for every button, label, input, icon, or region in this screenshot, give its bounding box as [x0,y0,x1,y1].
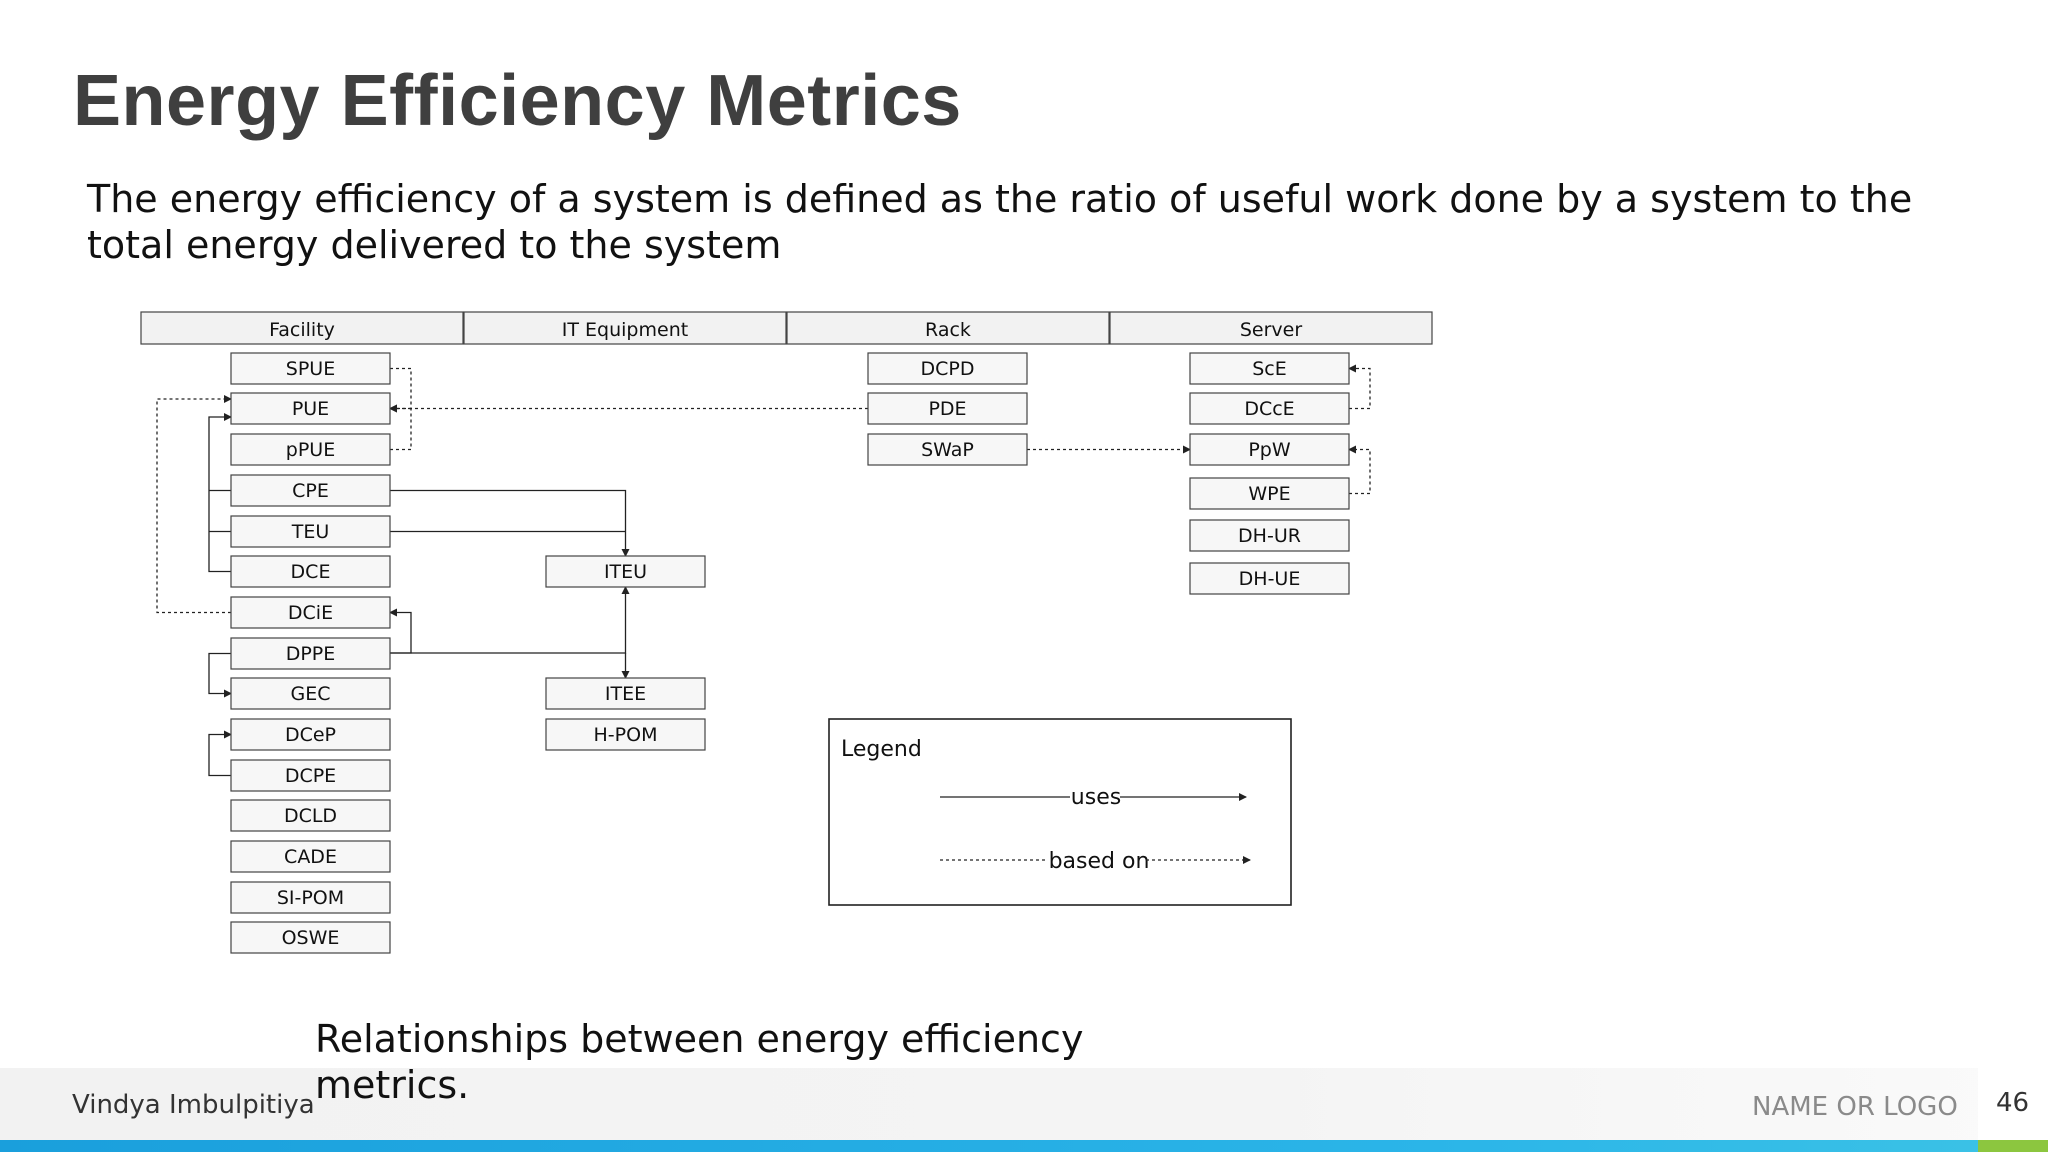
column-header-label: Facility [269,319,335,341]
metric-node-wpe: WPE [1189,477,1350,510]
column-header-facility: Facility [140,311,464,345]
metric-node-sce: ScE [1189,352,1350,385]
metric-node-iteu: ITEU [545,555,706,588]
metric-node-h-pom: H-POM [545,718,706,751]
relation-dcce-to-sce [1348,364,1371,410]
metric-label: H-POM [594,724,658,746]
metric-label: SI-POM [277,887,344,909]
metric-node-dcpd: DCPD [867,352,1028,385]
metric-label: DCE [291,561,331,583]
metric-node-swap: SWaP [867,433,1028,466]
metric-label: CPE [292,480,329,502]
metric-node-pue: PUE [230,392,391,425]
column-header-label: Rack [925,319,971,341]
metric-node-pde: PDE [867,392,1028,425]
metric-node-dce: DCE [230,555,391,588]
slide-description: The energy efficiency of a system is def… [87,177,1913,267]
footer-accent-bar [1978,1140,2048,1152]
relation-cpe-to-iteu [390,489,630,557]
relation-dppe-to-dcie [389,608,412,654]
footer-author: Vindya Imbulpitiya [72,1090,315,1120]
relation-wpe-to-ppw [1348,445,1371,495]
metric-node-teu: TEU [230,515,391,548]
metric-node-dcld: DCLD [230,799,391,832]
column-header-rack: Rack [786,311,1110,345]
metrics-relationship-diagram: SPUE PUE pPUE CPE TEU DCE DCiE DPPE GEC DCeP DCPE D… [140,311,1433,954]
legend-based-on-label: based on [1049,849,1150,874]
metric-label: DCPE [285,765,336,787]
column-header-server: Server [1109,311,1433,345]
metric-node-dh-ue: DH-UE [1189,562,1350,595]
metric-label: pPUE [286,439,335,461]
metric-node-spue: SPUE [230,352,391,385]
metric-label: DH-UR [1238,525,1301,547]
footer-color-bar [0,1140,2048,1152]
relation-dcie-to-pue [156,395,232,614]
footer [0,1068,2048,1140]
metric-node-cpe: CPE [230,474,391,507]
legend-box: Legend uses based on [828,718,1292,906]
metric-label: CADE [284,846,337,868]
metric-label: WPE [1248,483,1290,505]
metric-label: TEU [291,521,330,543]
metric-node-dh-ur: DH-UR [1189,519,1350,552]
metric-label: GEC [291,683,331,705]
relation-dppe-to-gec [208,652,232,698]
page-number: 46 [1996,1088,2030,1118]
footer-logo-placeholder: NAME OR LOGO [1752,1092,1958,1122]
column-header-label: Server [1240,319,1302,341]
metric-node-dcep: DCeP [230,718,391,751]
metric-label: DH-UE [1239,568,1301,590]
metric-label: SWaP [921,439,974,461]
legend-uses-label: uses [1071,785,1121,810]
metric-label: DCcE [1244,398,1294,420]
metric-label: DCLD [284,805,337,827]
metric-node-itee: ITEE [545,677,706,710]
metric-label: DCeP [285,724,336,746]
relation-lines [156,364,1371,777]
metric-label: ScE [1252,358,1287,380]
metric-label: SPUE [286,358,335,380]
metric-label: ITEU [604,561,647,583]
metric-node-dppe: DPPE [230,637,391,670]
metric-nodes: SPUE PUE pPUE CPE TEU DCE DCiE DPPE GEC DCeP DCPE D… [230,352,1350,954]
metric-label: DPPE [286,643,336,665]
metric-label: ITEE [605,683,646,705]
metric-label: PUE [292,398,329,420]
metric-node-dcce: DCcE [1189,392,1350,425]
metric-label: DCPD [921,358,975,380]
category-header-row: Facility IT Equipment Rack Server [140,311,1433,345]
metric-node-dcie: DCiE [230,596,391,629]
relation-dce-to-pue [208,413,232,573]
metric-label: PDE [928,398,966,420]
column-header-label: IT Equipment [562,319,688,341]
slide-title: Energy Efficiency Metrics [73,61,962,141]
metric-node-si-pom: SI-POM [230,881,391,914]
metric-label: PpW [1248,439,1291,461]
column-header-it-equipment: IT Equipment [463,311,787,345]
relation-dppe-to-iteu [390,586,630,654]
metric-node-ppw: PpW [1189,433,1350,466]
legend-title: Legend [841,737,922,762]
metric-node-oswe: OSWE [230,921,391,954]
metric-node-ppue: pPUE [230,433,391,466]
metric-label: DCiE [288,602,333,624]
page-number-box [1978,1068,2048,1140]
metric-label: OSWE [282,927,340,949]
metric-node-dcpe: DCPE [230,759,391,792]
relation-dcpe-to-dcep [208,730,232,777]
diagram-caption: Relationships between energy efficiency … [315,1017,1084,1107]
metric-node-cade: CADE [230,840,391,873]
metric-node-gec: GEC [230,677,391,710]
